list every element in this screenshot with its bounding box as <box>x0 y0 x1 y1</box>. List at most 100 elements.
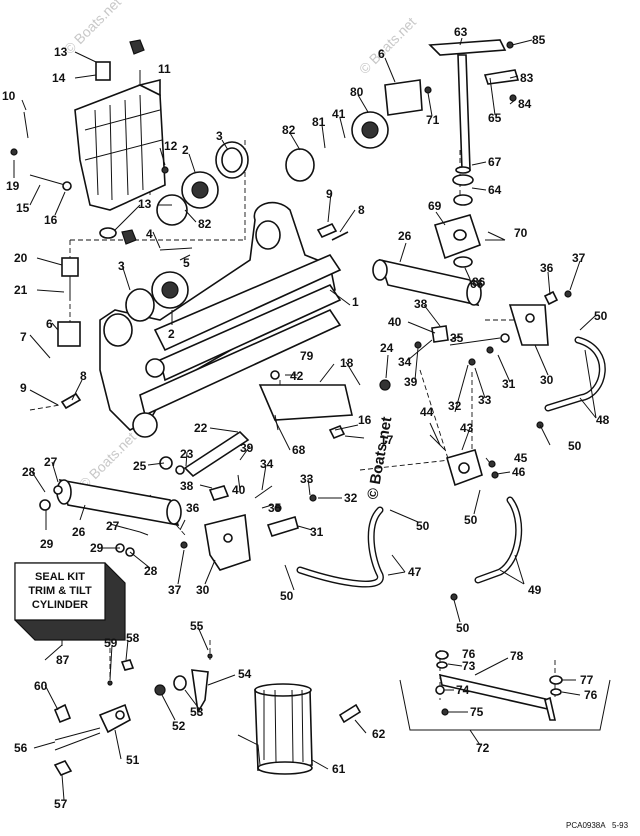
callout-38: 38 <box>414 297 428 311</box>
callout-87: 87 <box>56 653 70 667</box>
callout-54: 54 <box>238 667 252 681</box>
callout-36: 36 <box>186 501 200 515</box>
callout-68: 68 <box>292 443 306 457</box>
callout-16: 16 <box>44 213 58 227</box>
callout-65: 65 <box>488 111 502 125</box>
callout-42: 42 <box>290 369 304 383</box>
callout-2: 2 <box>168 327 175 341</box>
callout-19: 19 <box>6 179 20 193</box>
callout-7: 7 <box>20 330 27 344</box>
callout-2: 2 <box>182 143 189 157</box>
hose-49 <box>474 496 523 584</box>
seal-kit-box: SEAL KIT TRIM & TILT CYLINDER <box>14 562 126 641</box>
bushings-lower <box>99 227 189 322</box>
callout-39: 39 <box>404 375 418 389</box>
callout-9: 9 <box>326 187 333 201</box>
callout-27: 27 <box>106 519 120 533</box>
callout-43: 43 <box>460 421 474 435</box>
callout-30: 30 <box>196 583 210 597</box>
callout-59: 59 <box>104 636 118 650</box>
callout-4: 4 <box>146 227 153 241</box>
callout-66: 66 <box>470 277 484 291</box>
callout-15: 15 <box>16 201 30 215</box>
lower-pins <box>159 430 317 549</box>
callout-50: 50 <box>280 589 294 603</box>
callout-34: 34 <box>398 355 412 369</box>
callout-13: 13 <box>54 45 68 59</box>
callout-85: 85 <box>532 33 546 47</box>
callout-40: 40 <box>232 483 246 497</box>
callout-60: 60 <box>34 679 48 693</box>
callout-26: 26 <box>72 525 86 539</box>
callout-74: 74 <box>456 683 470 697</box>
callout-28: 28 <box>22 465 36 479</box>
callout-31: 31 <box>310 525 324 539</box>
part-69-bracket <box>433 214 505 268</box>
callout-1: 1 <box>352 295 359 309</box>
callout-69: 69 <box>428 199 442 213</box>
callout-36: 36 <box>540 261 554 275</box>
callout-50: 50 <box>416 519 430 533</box>
trim-cylinder-lower <box>39 478 182 557</box>
callout-44: 44 <box>420 405 434 419</box>
callout-16: 16 <box>358 413 372 427</box>
callout-32: 32 <box>344 491 358 505</box>
bushings-upper <box>156 141 249 226</box>
callout-71: 71 <box>426 113 440 127</box>
callout-13: 13 <box>138 197 152 211</box>
callout-61: 61 <box>332 762 346 776</box>
callout-76: 76 <box>584 688 598 702</box>
seal-kit-line-3: CYLINDER <box>32 599 88 611</box>
callout-82: 82 <box>198 217 212 231</box>
callout-62: 62 <box>372 727 386 741</box>
callout-34: 34 <box>260 457 274 471</box>
callout-50: 50 <box>464 513 478 527</box>
callout-8: 8 <box>358 203 365 217</box>
part-30-mount-bracket <box>508 290 572 346</box>
callout-35: 35 <box>450 331 464 345</box>
callout-labels: 1 2 2 3 3 4 5 6 6 7 8 8 9 9 10 11 12 13 … <box>2 25 610 811</box>
callout-28: 28 <box>144 564 158 578</box>
callout-20: 20 <box>14 251 28 265</box>
callout-67: 67 <box>488 155 502 169</box>
callout-81: 81 <box>312 115 326 129</box>
callout-11: 11 <box>158 62 171 76</box>
callout-78: 78 <box>510 649 524 663</box>
callout-70: 70 <box>514 226 528 240</box>
callout-55: 55 <box>190 619 204 633</box>
callout-24: 24 <box>380 341 394 355</box>
callout-73: 73 <box>462 659 476 673</box>
callout-50: 50 <box>456 621 470 635</box>
part-63-tiller <box>424 39 520 206</box>
callout-12: 12 <box>164 139 178 153</box>
callout-33: 33 <box>300 472 314 486</box>
callout-29: 29 <box>90 541 104 555</box>
small-hardware <box>10 39 391 440</box>
watermark: © Boats.net <box>76 429 139 492</box>
callout-72: 72 <box>476 741 490 755</box>
callout-86: 86 <box>472 275 486 289</box>
callout-5: 5 <box>183 256 190 270</box>
callout-80: 80 <box>350 85 364 99</box>
callout-38: 38 <box>180 479 194 493</box>
callout-3: 3 <box>216 129 223 143</box>
callout-58: 58 <box>126 631 140 645</box>
lower-left-parts <box>53 653 213 776</box>
part-72-linkage <box>399 593 611 731</box>
watermark-dark: © Boats.net <box>364 415 395 500</box>
callout-26: 26 <box>398 229 412 243</box>
callout-23: 23 <box>180 447 194 461</box>
callout-25: 25 <box>133 459 147 473</box>
part-11-bracket <box>74 78 166 211</box>
callout-32: 32 <box>448 399 462 413</box>
trim-cylinder-upper <box>372 258 510 366</box>
callout-27: 27 <box>44 455 58 469</box>
callout-83: 83 <box>520 71 534 85</box>
callout-37: 37 <box>168 583 182 597</box>
callout-29: 29 <box>40 537 54 551</box>
callout-47: 47 <box>408 565 422 579</box>
figure-date: 5-93 <box>612 821 629 830</box>
callout-45: 45 <box>514 451 528 465</box>
bushings-right <box>285 79 423 182</box>
